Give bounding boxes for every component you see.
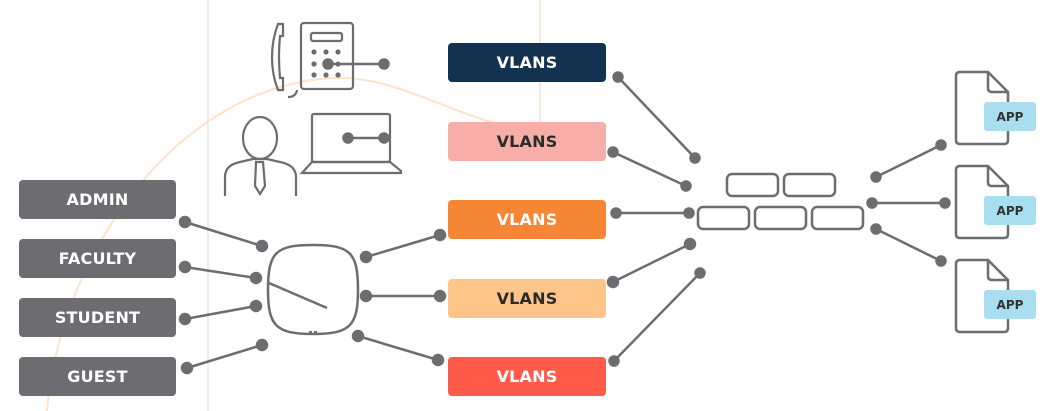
role-faculty: FACULTY: [19, 239, 176, 278]
connectors: [178, 58, 951, 375]
vlan-label: VLANS: [496, 367, 558, 386]
connector-ap-vlan5: [351, 329, 445, 367]
vlan-label: VLANS: [496, 53, 558, 72]
role-label: GUEST: [67, 367, 128, 386]
vlan-box: VLANS: [448, 357, 606, 396]
connector-laptop-vlan: [342, 132, 390, 144]
app-badge: APP: [984, 102, 1036, 131]
role-label: STUDENT: [54, 308, 141, 327]
file-icon: [954, 70, 1010, 146]
connector-vlan3-firewall: [610, 207, 695, 219]
connector-vlan4-firewall: [606, 237, 697, 289]
role-student: STUDENT: [19, 298, 176, 337]
connector-ap-vlan3: [359, 228, 447, 264]
connector-student-ap: [178, 299, 263, 326]
connector-firewall-app3: [870, 223, 947, 267]
background-arc: [46, 76, 513, 411]
vlan-box: VLANS: [448, 200, 606, 239]
connector-vlan5-firewall: [608, 267, 706, 367]
role-label: ADMIN: [66, 190, 129, 209]
user-icon: [223, 115, 298, 197]
vlan-label: VLANS: [496, 289, 558, 308]
connector-guest-ap: [180, 338, 269, 375]
app-badge: APP: [984, 290, 1036, 319]
connector-firewall-app2: [866, 197, 951, 209]
vlan-box: VLANS: [448, 122, 606, 161]
access-point-icon: [266, 243, 360, 336]
connector-vlan1-firewall: [612, 71, 701, 164]
app-label: APP: [996, 109, 1024, 124]
file-icon: [954, 164, 1010, 240]
connector-ap-vlan4: [359, 289, 447, 303]
vlan-box: VLANS: [448, 43, 606, 82]
app-badge: APP: [984, 196, 1036, 225]
connector-firewall-app1: [870, 139, 947, 183]
connector-phone-vlan: [322, 58, 390, 70]
role-label: FACULTY: [58, 249, 137, 268]
app-label: APP: [996, 297, 1024, 312]
laptop-icon: [299, 112, 403, 175]
role-guest: GUEST: [19, 357, 176, 396]
role-admin: ADMIN: [19, 180, 176, 219]
connector-admin-ap: [178, 215, 269, 253]
desk-phone-icon: [270, 21, 355, 99]
vlan-box: VLANS: [448, 279, 606, 318]
connector-vlan2-firewall: [607, 146, 692, 192]
firewall-icon: [696, 172, 865, 231]
file-icon: [954, 258, 1010, 334]
vlan-label: VLANS: [496, 132, 558, 151]
connector-faculty-ap: [178, 260, 263, 285]
vlan-label: VLANS: [496, 210, 558, 229]
app-label: APP: [996, 203, 1024, 218]
